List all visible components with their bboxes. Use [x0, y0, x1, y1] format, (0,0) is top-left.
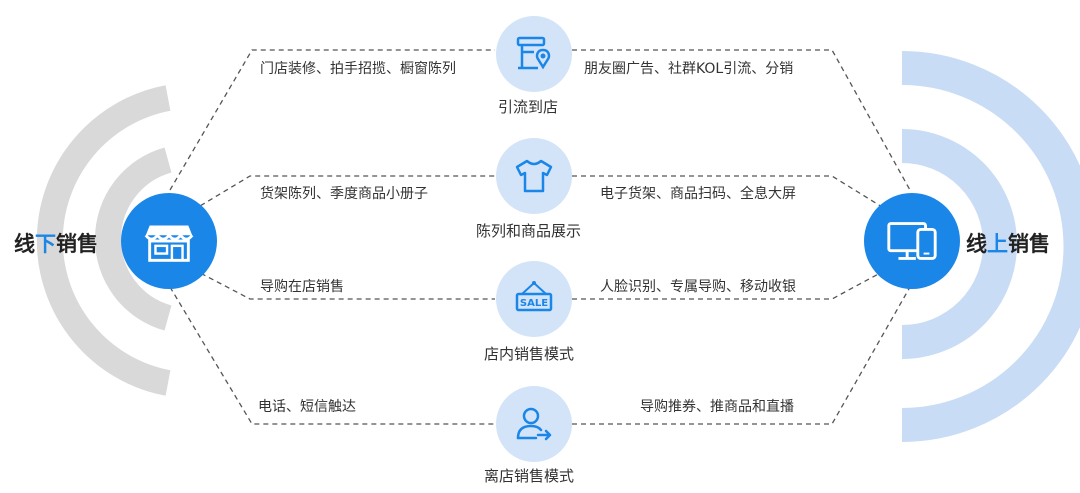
sale-sign-icon: SALE	[515, 281, 553, 312]
online-label-b: 上	[987, 232, 1008, 256]
stage-right-3: 人脸识别、专属导购、移动收银	[600, 279, 796, 295]
online-label-c: 销售	[1008, 232, 1050, 256]
online-outer-arc	[901, 51, 1080, 442]
stage-title-3: 店内销售模式	[484, 345, 575, 363]
offline-inner-arc	[95, 147, 172, 331]
sale-sign-text: SALE	[520, 298, 548, 309]
connector-stage-1	[169, 49, 495, 191]
stage-left-2: 货架陈列、季度商品小册子	[260, 186, 428, 202]
stage-left-1: 门店装修、拍手招揽、橱窗陈列	[260, 61, 456, 77]
tshirt-icon	[515, 159, 553, 193]
stage-title-2: 陈列和商品展示	[476, 222, 582, 240]
stage-title-4: 离店销售模式	[484, 467, 575, 485]
stage-right-2: 电子货架、商品扫码、全息大屏	[600, 186, 796, 202]
offline-label-c: 销售	[56, 232, 98, 256]
online-hub	[864, 193, 960, 289]
user-arrow-icon	[516, 407, 552, 441]
stage-node-1	[496, 16, 572, 92]
offline-label-a: 线	[14, 232, 35, 256]
stage-right-1: 朋友圈广告、社群KOL引流、分销	[584, 61, 794, 77]
offline-label: 线下销售	[14, 228, 98, 258]
stage-left-3: 导购在店销售	[260, 279, 344, 295]
computer-phone-icon	[887, 222, 937, 260]
store-location-icon	[516, 36, 551, 70]
stage-node-4	[496, 386, 572, 462]
stage-left-4: 电话、短信触达	[258, 399, 356, 415]
connector-stage-3-right	[572, 264, 896, 300]
online-label-a: 线	[966, 232, 987, 256]
stage-right-4: 导购推券、推商品和直播	[640, 399, 794, 415]
offline-hub	[121, 193, 217, 289]
offline-outer-arc	[36, 85, 171, 396]
online-label: 线上销售	[966, 228, 1050, 258]
connector-stage-2-right	[572, 175, 896, 216]
stage-node-3: SALE	[496, 261, 572, 337]
online-inner-arc	[901, 129, 1017, 359]
storefront-icon	[144, 225, 194, 262]
offline-label-b: 下	[35, 232, 56, 256]
stage-title-1: 引流到店	[498, 98, 559, 116]
connector-stage-2	[184, 175, 495, 216]
stage-node-2	[496, 138, 572, 214]
connector-stage-3	[184, 264, 495, 300]
